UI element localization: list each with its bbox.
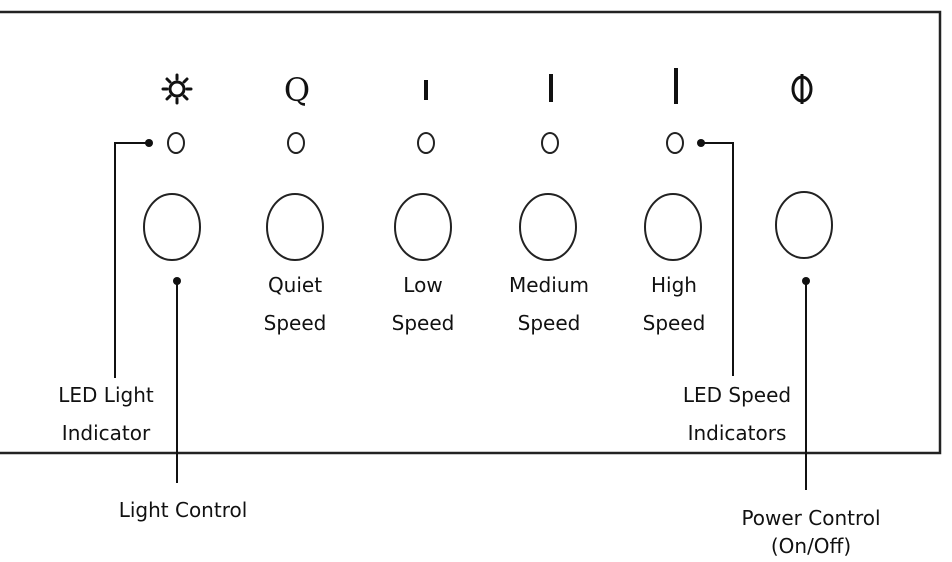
power-control-label-line2: (On/Off): [771, 534, 851, 558]
power-control-dot: [802, 277, 810, 285]
light-control-dot: [173, 277, 181, 285]
speed-bar-high-icon: [674, 68, 678, 104]
medium-speed-label-line1: Medium: [509, 273, 589, 297]
low-speed-button[interactable]: [394, 193, 452, 261]
power-control-label-line1: Power Control: [741, 506, 880, 530]
led-light-indicator-label-line2: Indicator: [62, 421, 151, 445]
low-speed-label-line1: Low: [403, 273, 442, 297]
led-low-indicator: [417, 132, 435, 154]
led-speed-indicators-dot: [697, 139, 705, 147]
led-light-indicator-label-line1: LED Light: [58, 383, 154, 407]
led-speed-indicators-label-line2: Indicators: [688, 421, 787, 445]
quiet-q-icon: Q: [284, 71, 310, 109]
panel-outline: [0, 10, 942, 455]
speed-bar-medium-icon: [549, 74, 553, 102]
led-light-indicator: [167, 132, 185, 154]
low-speed-label-line2: Speed: [392, 311, 455, 335]
quiet-speed-label-line1: Quiet: [268, 273, 322, 297]
high-speed-label-line2: Speed: [643, 311, 706, 335]
quiet-speed-label-line2: Speed: [264, 311, 327, 335]
speed-bar-low-icon: [424, 80, 428, 100]
quiet-speed-button[interactable]: [266, 193, 324, 261]
led-light-indicator-leader: [114, 142, 149, 378]
power-icon: [791, 74, 813, 104]
light-control-label: Light Control: [119, 498, 248, 522]
medium-speed-button[interactable]: [519, 193, 577, 261]
high-speed-button[interactable]: [644, 193, 702, 261]
led-quiet-indicator: [287, 132, 305, 154]
light-button[interactable]: [143, 193, 201, 261]
led-medium-indicator: [541, 132, 559, 154]
led-speed-indicators-label-line1: LED Speed: [683, 383, 791, 407]
power-button[interactable]: [775, 191, 833, 259]
sun-icon: [161, 73, 193, 105]
led-light-indicator-dot: [145, 139, 153, 147]
led-high-indicator: [666, 132, 684, 154]
medium-speed-label-line2: Speed: [518, 311, 581, 335]
led-speed-indicators-leader: [701, 142, 734, 376]
high-speed-label-line1: High: [651, 273, 697, 297]
